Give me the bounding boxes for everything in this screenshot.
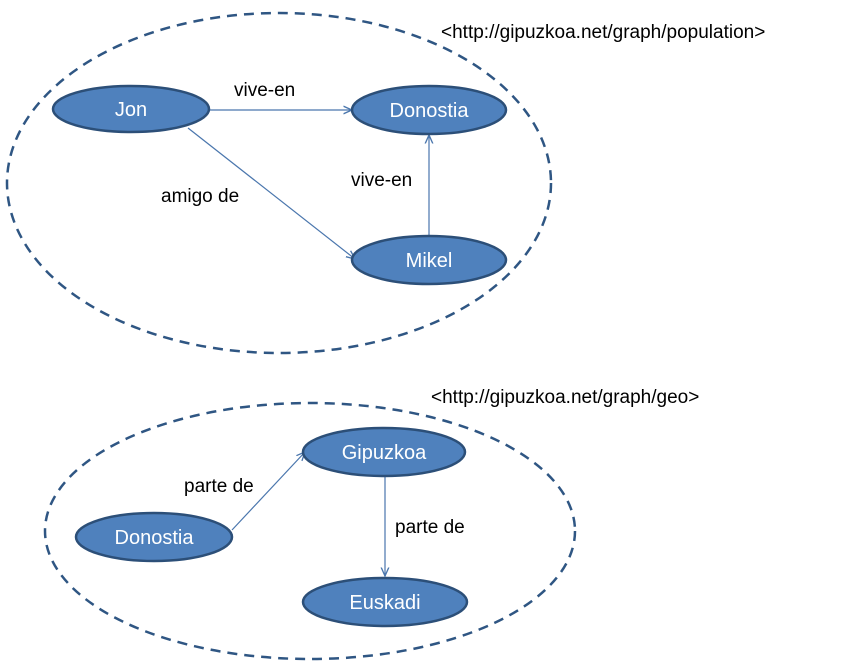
node-euskadi-shape <box>301 576 469 628</box>
node-mikel-label: Mikel <box>406 250 453 272</box>
node-jon-label: Jon <box>115 99 147 121</box>
node-jon[interactable]: Jon <box>51 84 211 134</box>
node-donostia-population-shape <box>350 84 508 136</box>
node-mikel-shape <box>350 234 508 286</box>
edge-label-gipuzkoa-euskadi: parte de <box>395 517 465 538</box>
edge-label-jon-donostia: vive-en <box>234 80 295 101</box>
edge-label-mikel-donostia: vive-en <box>351 170 412 191</box>
node-donostia-geo-label: Donostia <box>115 527 195 549</box>
node-gipuzkoa-shape <box>301 426 467 478</box>
node-mikel[interactable]: Mikel <box>350 234 508 286</box>
graph-geo-uri: <http://gipuzkoa.net/graph/geo> <box>431 387 699 408</box>
node-jon-shape <box>51 84 211 134</box>
graph-population-uri: <http://gipuzkoa.net/graph/population> <box>441 22 765 43</box>
graph-geo: <http://gipuzkoa.net/graph/geo> parte de… <box>43 387 699 661</box>
node-donostia-population-label: Donostia <box>390 100 470 122</box>
node-donostia-geo[interactable]: Donostia <box>74 511 234 563</box>
node-euskadi[interactable]: Euskadi <box>301 576 469 628</box>
node-gipuzkoa[interactable]: Gipuzkoa <box>301 426 467 478</box>
edge-jon-mikel <box>187 127 355 259</box>
node-donostia-geo-shape <box>74 511 234 563</box>
node-euskadi-label: Euskadi <box>349 592 420 614</box>
edge-label-donostia-gipuzkoa: parte de <box>184 476 254 497</box>
node-donostia-population[interactable]: Donostia <box>350 84 508 136</box>
graph-population: <http://gipuzkoa.net/graph/population> v… <box>5 11 765 355</box>
edge-label-jon-mikel: amigo de <box>161 186 239 207</box>
graph-population-boundary <box>5 11 553 355</box>
node-gipuzkoa-label: Gipuzkoa <box>342 442 427 464</box>
edge-donostia-gipuzkoa <box>231 452 305 531</box>
graph-geo-boundary <box>43 401 577 661</box>
